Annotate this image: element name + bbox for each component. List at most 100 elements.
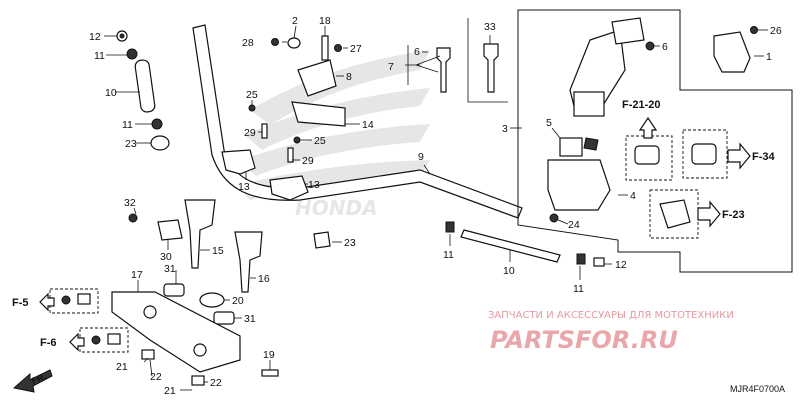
label-30: 30 <box>160 251 172 263</box>
screw-24 <box>549 213 559 223</box>
label-33: 33 <box>484 21 496 33</box>
bridge-17 <box>111 291 241 373</box>
clamp-8 <box>297 59 337 97</box>
label-6-left: 6 <box>414 46 420 58</box>
label-12-right: 12 <box>615 259 627 271</box>
ignition-switch <box>569 29 626 117</box>
clip-12-right <box>593 257 605 267</box>
label-10-right: 10 <box>503 265 515 277</box>
washer-11-mid <box>151 118 163 130</box>
stem-15 <box>184 199 216 269</box>
label-29-top: 29 <box>244 127 256 139</box>
label-11-top: 11 <box>94 50 105 62</box>
clip-22-b <box>191 375 205 386</box>
clip-25-b <box>293 136 301 144</box>
bracket-33 <box>467 18 508 103</box>
label-10-left: 10 <box>105 87 117 99</box>
label-17: 17 <box>131 269 143 281</box>
dashed-box-f5 <box>49 288 99 314</box>
bolt-29-a <box>261 123 268 139</box>
clip-11-right <box>445 221 455 233</box>
clip-23-mid <box>313 231 331 249</box>
ref-f-5: F-5 <box>12 297 29 309</box>
bolt-19 <box>261 369 279 377</box>
watermark-subtitle: ЗАПЧАСТИ И АКСЕССУАРЫ ДЛЯ МОТОТЕХНИКИ <box>488 310 734 321</box>
label-11-mid: 11 <box>122 119 133 131</box>
diagram-code: MJR4F0700A <box>730 384 785 394</box>
label-15: 15 <box>212 245 224 257</box>
nut-f5 <box>61 293 91 305</box>
label-25-mid: 25 <box>314 135 326 147</box>
label-12-top: 12 <box>89 31 101 43</box>
brand-watermark-text: HONDA <box>295 196 378 220</box>
cap-1 <box>713 31 751 73</box>
spring-2 <box>287 37 301 49</box>
ref-f-21-20: F-21-20 <box>622 99 661 111</box>
clip-22-a <box>141 349 155 360</box>
label-5: 5 <box>546 117 552 129</box>
cylinder-part <box>634 145 660 165</box>
label-24: 24 <box>568 219 580 231</box>
label-8: 8 <box>346 71 352 83</box>
label-32: 32 <box>124 197 136 209</box>
cylinder-part-f34 <box>691 143 717 165</box>
label-18: 18 <box>319 15 331 27</box>
arrow-left-f6 <box>69 332 85 352</box>
holder-13-right <box>269 175 309 201</box>
label-20: 20 <box>232 295 244 307</box>
bush-31-b <box>213 311 235 325</box>
front-direction-arrow <box>12 369 53 393</box>
stem-16 <box>234 231 263 293</box>
holder-13-left <box>221 149 256 175</box>
ref-f-23: F-23 <box>722 209 745 221</box>
cap-23-left <box>150 135 170 151</box>
washer-11-top <box>126 48 138 60</box>
nut-27 <box>334 44 342 52</box>
label-7: 7 <box>388 61 394 73</box>
ref-f-34: F-34 <box>752 151 776 163</box>
label-11-far-right: 11 <box>573 283 584 295</box>
screw-26 <box>750 26 758 34</box>
switch-30 <box>157 219 183 241</box>
label-22-b: 22 <box>210 377 222 389</box>
bolt-29-b <box>287 147 294 163</box>
key-blank <box>436 47 451 93</box>
cylinder-part-f23 <box>659 199 691 229</box>
tube-10 <box>460 229 561 263</box>
arrow-right-f23 <box>697 200 721 228</box>
bush-31-a <box>163 283 185 297</box>
label-4: 4 <box>630 190 636 202</box>
bolt-18 <box>321 35 329 61</box>
nut-12 <box>116 30 128 42</box>
label-6-right: 6 <box>662 41 668 53</box>
label-21-a: 21 <box>116 361 128 373</box>
label-27: 27 <box>350 43 362 55</box>
label-11-right: 11 <box>443 249 454 261</box>
keys-pair <box>611 17 645 45</box>
arrow-left-f5 <box>39 292 55 312</box>
bolt-28 <box>271 38 279 46</box>
label-29-mid: 29 <box>302 155 314 167</box>
label-14: 14 <box>362 119 374 131</box>
label-3: 3 <box>502 123 508 135</box>
bracket-7 <box>405 45 420 85</box>
label-26: 26 <box>770 25 782 37</box>
label-1: 1 <box>766 51 772 63</box>
bolt-32 <box>128 213 138 223</box>
ref-f-6: F-6 <box>40 337 57 349</box>
label-31-b: 31 <box>244 313 256 325</box>
label-9: 9 <box>418 151 424 163</box>
arrow-right-f34 <box>727 142 751 170</box>
label-25-top: 25 <box>246 89 258 101</box>
label-31-a: 31 <box>164 263 176 275</box>
holder-14-upper <box>291 101 346 127</box>
label-13-left: 13 <box>238 181 250 193</box>
label-19: 19 <box>263 349 275 361</box>
label-23-left: 23 <box>125 138 137 150</box>
watermark-logo-text: PARTSFOR.RU <box>490 326 678 354</box>
key-33 <box>483 43 499 93</box>
clip-11-right2 <box>576 253 586 265</box>
dashed-box-f6 <box>79 327 129 353</box>
leader-lines <box>104 25 768 391</box>
